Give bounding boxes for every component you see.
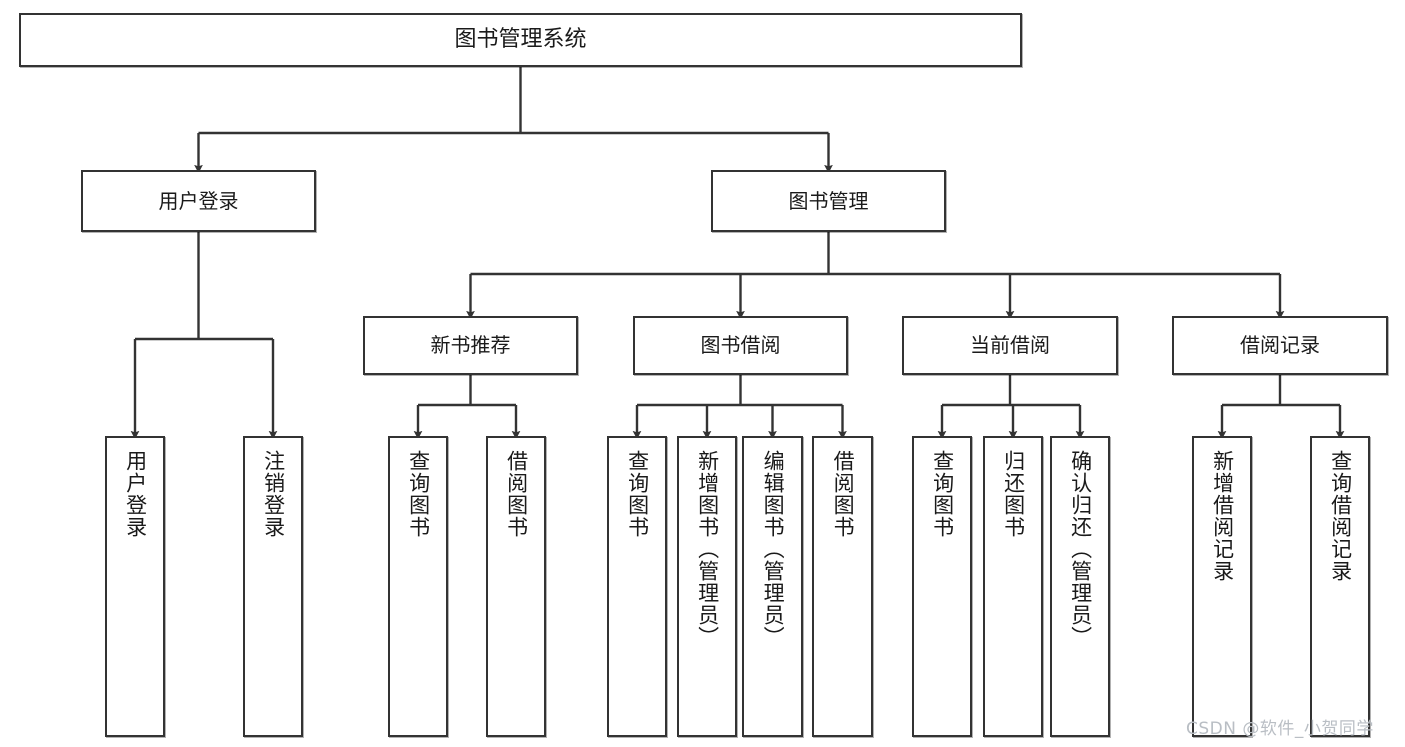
node-current-borrow[interactable]: 当前借阅 bbox=[902, 316, 1118, 375]
node-root-label: 图书管理系统 bbox=[454, 26, 587, 52]
leaf-query-books-recommend[interactable]: 查询图书 bbox=[388, 436, 448, 737]
node-new-book-recommend[interactable]: 新书推荐 bbox=[363, 316, 578, 375]
leaf-user-login-label: 用户登录 bbox=[123, 450, 148, 538]
node-root[interactable]: 图书管理系统 bbox=[19, 13, 1022, 67]
leaf-query-books-recommend-label: 查询图书 bbox=[406, 450, 431, 538]
leaf-logout-login[interactable]: 注销登录 bbox=[243, 436, 303, 737]
leaf-add-book-admin-label: 新增图书（管理员） bbox=[695, 450, 720, 648]
leaf-confirm-return-admin[interactable]: 确认归还（管理员） bbox=[1050, 436, 1110, 737]
leaf-add-borrow-record[interactable]: 新增借阅记录 bbox=[1192, 436, 1252, 737]
leaf-borrow-books-recommend[interactable]: 借阅图书 bbox=[486, 436, 546, 737]
leaf-user-login[interactable]: 用户登录 bbox=[105, 436, 165, 737]
node-book-borrow-label: 图书借阅 bbox=[700, 333, 781, 358]
node-current-borrow-label: 当前借阅 bbox=[970, 333, 1050, 358]
leaf-add-book-admin[interactable]: 新增图书（管理员） bbox=[677, 436, 737, 737]
leaf-confirm-return-admin-label: 确认归还（管理员） bbox=[1068, 450, 1093, 648]
leaf-query-borrow-record[interactable]: 查询借阅记录 bbox=[1310, 436, 1370, 737]
leaf-query-books-borrow-label: 查询图书 bbox=[625, 450, 650, 538]
node-borrow-records-label: 借阅记录 bbox=[1240, 333, 1320, 358]
node-book-management[interactable]: 图书管理 bbox=[711, 170, 946, 232]
node-new-book-recommend-label: 新书推荐 bbox=[430, 333, 511, 358]
node-book-management-label: 图书管理 bbox=[788, 188, 869, 213]
leaf-borrow-books-recommend-label: 借阅图书 bbox=[504, 450, 529, 538]
leaf-edit-book-admin[interactable]: 编辑图书（管理员） bbox=[742, 436, 803, 737]
leaf-logout-login-label: 注销登录 bbox=[261, 450, 286, 538]
edge-paths bbox=[130, 67, 1345, 440]
node-user-login[interactable]: 用户登录 bbox=[81, 170, 316, 232]
leaf-return-book-label: 归还图书 bbox=[1001, 450, 1026, 538]
node-book-borrow[interactable]: 图书借阅 bbox=[633, 316, 848, 375]
leaf-query-books-current-label: 查询图书 bbox=[930, 450, 955, 538]
leaf-add-borrow-record-label: 新增借阅记录 bbox=[1210, 450, 1235, 582]
leaf-edit-book-admin-label: 编辑图书（管理员） bbox=[761, 450, 786, 648]
node-user-login-label: 用户登录 bbox=[158, 188, 239, 213]
leaf-query-books-borrow[interactable]: 查询图书 bbox=[607, 436, 667, 737]
leaf-query-borrow-record-label: 查询借阅记录 bbox=[1328, 450, 1353, 582]
csdn-watermark: CSDN @软件_小贺同学 bbox=[1186, 719, 1374, 739]
leaf-return-book[interactable]: 归还图书 bbox=[983, 436, 1043, 737]
leaf-query-books-current[interactable]: 查询图书 bbox=[912, 436, 972, 737]
node-borrow-records[interactable]: 借阅记录 bbox=[1172, 316, 1388, 375]
leaf-borrow-book[interactable]: 借阅图书 bbox=[812, 436, 873, 737]
leaf-borrow-book-label: 借阅图书 bbox=[831, 450, 856, 538]
